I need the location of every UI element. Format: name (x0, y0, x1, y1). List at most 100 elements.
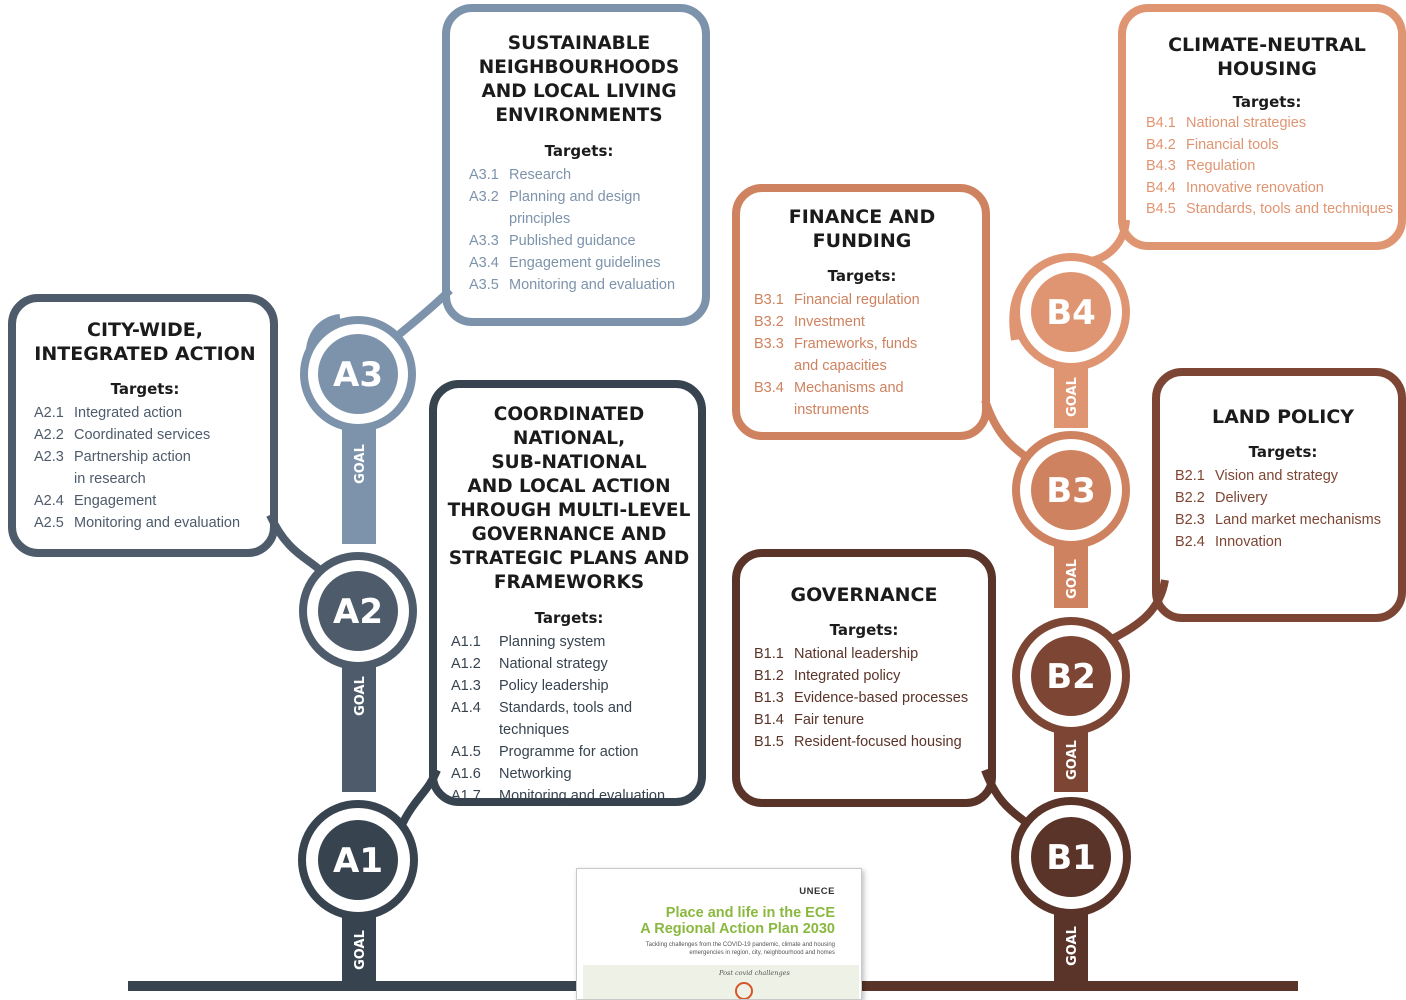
target-label: Innovative renovation (1186, 179, 1324, 196)
target-code: A2.2 (34, 427, 64, 443)
a3-box: SUSTAINABLE NEIGHBOURHOODS AND LOCAL LIV… (456, 32, 702, 296)
target-code: A1.6 (451, 766, 481, 782)
b1-frame (732, 549, 996, 807)
b4-targets-label: Targets: (1232, 93, 1302, 111)
target-label: Planning and design principles (509, 189, 641, 227)
a2-frame (8, 294, 278, 557)
b3-title-line: FINANCE AND (788, 206, 936, 228)
report-cover: UNECE Place and life in the ECE A Region… (576, 868, 862, 1000)
b2-connector (1108, 579, 1169, 644)
a2-title-line: CITY-WIDE, (87, 319, 203, 341)
a3-title: SUSTAINABLE NEIGHBOURHOODS AND LOCAL LIV… (456, 32, 702, 128)
b4-title: CLIMATE-NEUTRAL HOUSING (1136, 33, 1398, 81)
target-code: A2.4 (34, 493, 64, 509)
target-label: National strategies (1186, 115, 1307, 131)
a1-box: COORDINATED NATIONAL, SUB-NATIONAL AND L… (440, 403, 698, 807)
a3-connector (392, 287, 453, 342)
target-label: Coordinated services (74, 427, 211, 443)
b3-connector (981, 398, 1035, 465)
a2-targets-label: Targets: (110, 380, 180, 398)
b3-targets-label: Targets: (827, 267, 897, 285)
cover-title-line1: Place and life in the ECE (665, 905, 835, 921)
target-label: Evidence-based processes (794, 690, 969, 706)
target-label: Delivery (1215, 490, 1268, 506)
target-code: A1.4 (451, 700, 481, 716)
a1-frame (429, 380, 706, 806)
a1-title-line: FRAMEWORKS (493, 572, 645, 593)
target-code: A2.1 (34, 405, 64, 421)
b2-goal-label: GOAL (1065, 740, 1080, 780)
target-code: A1.1 (451, 634, 481, 650)
b4-box: CLIMATE-NEUTRAL HOUSING Targets: B4.1 Nat… (1136, 33, 1398, 221)
cover-org: UNECE (799, 886, 835, 897)
target-code: A2.3 (34, 449, 64, 465)
a1-target-item: A1.4 Standards, tools and techniques (451, 697, 698, 741)
target-code: B2.1 (1175, 468, 1205, 484)
target-code: B1.5 (754, 734, 784, 750)
target-code: B4.2 (1146, 136, 1176, 153)
cover-title-line2: A Regional Action Plan 2030 (640, 921, 835, 937)
target-label: Integrated policy (794, 668, 901, 684)
base-line-left (128, 981, 588, 991)
a3-title-line: NEIGHBOURHOODS (478, 57, 680, 78)
b2-badge-circle (1031, 636, 1111, 716)
a1-title-line: COORDINATED NATIONAL, (493, 404, 645, 449)
b4-frame (1118, 4, 1406, 250)
a1-title: COORDINATED NATIONAL, SUB-NATIONAL AND L… (440, 403, 698, 595)
b1-badge-circle (1031, 817, 1111, 897)
a2-target-item: A2.4 Engagement (34, 490, 268, 512)
target-code: B2.4 (1175, 534, 1205, 550)
a2-badge: A2 (333, 592, 383, 632)
b2-frame (1152, 368, 1406, 622)
a1-badge: A1 (333, 841, 383, 881)
target-code: A1.2 (451, 656, 481, 672)
target-code: B1.3 (754, 690, 784, 706)
a3-badge-circle (318, 334, 398, 414)
target-label: Monitoring and evaluation (74, 515, 241, 531)
target-label: Engagement (74, 493, 157, 509)
target-label: Financial regulation (794, 292, 920, 308)
a3-frame (442, 4, 710, 326)
b3-badge: B3 (1046, 471, 1096, 511)
target-label: Monitoring and evaluation (499, 788, 666, 804)
target-label: Land market mechanisms (1215, 512, 1382, 528)
a2-stem (342, 648, 376, 792)
target-code: B4.1 (1146, 115, 1176, 131)
a2-target-item: A2.2 Coordinated services (34, 424, 268, 446)
cover-logo-icon (735, 982, 753, 999)
target-label: Resident-focused housing (794, 734, 962, 750)
a2-box: CITY-WIDE, INTEGRATED ACTION Targets: A2… (22, 318, 268, 534)
b1-targets-label: Targets: (829, 621, 899, 639)
target-label: Standards, tools and techniques (1186, 201, 1394, 217)
b1-badge: B1 (1046, 838, 1096, 878)
b1-goal-label: GOAL (1065, 926, 1080, 966)
b4-title-line: HOUSING (1217, 58, 1317, 80)
target-label: Financial tools (1186, 136, 1279, 153)
target-label: Standards, tools and techniques (499, 700, 633, 738)
target-label: Investment (794, 314, 865, 330)
target-label: National leadership (794, 646, 919, 662)
target-code: A3.5 (469, 277, 499, 293)
a1-targets-label: Targets: (534, 609, 604, 627)
